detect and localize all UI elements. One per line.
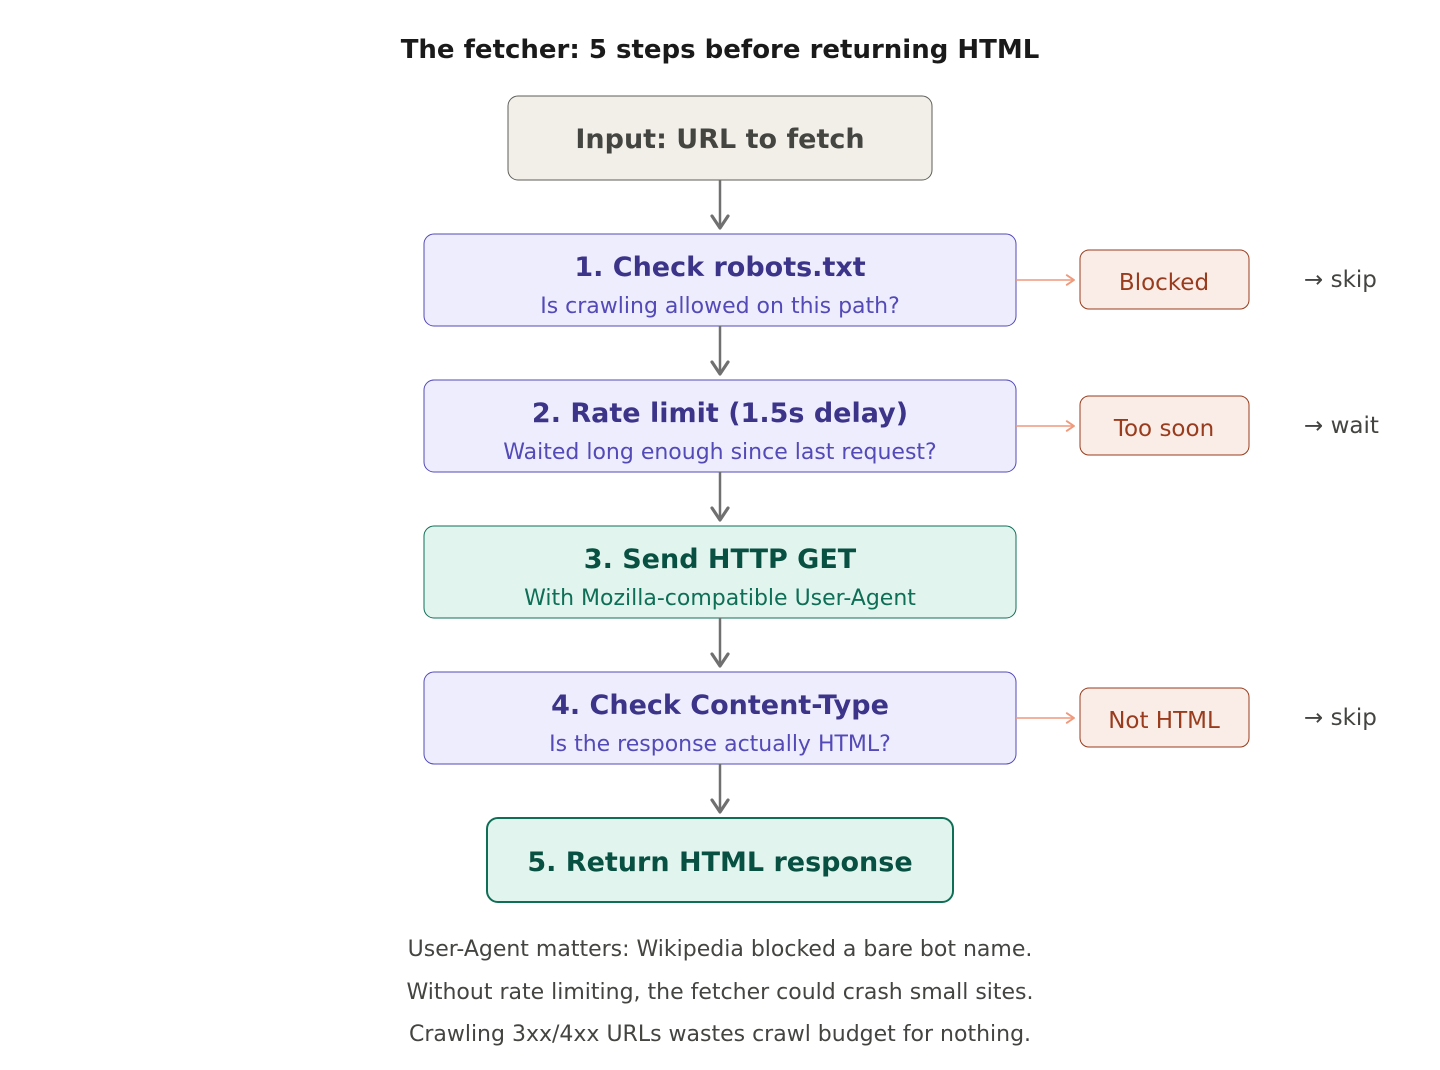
output-box — [486, 817, 954, 903]
branch-box — [1079, 249, 1250, 310]
note-line: User-Agent matters: Wikipedia blocked a … — [408, 937, 1033, 962]
step-title: 2. Rate limit (1.5s delay) — [532, 398, 908, 429]
output-node: 5. Return HTML response — [486, 817, 954, 903]
step-http-get: 3. Send HTTP GET With Mozilla-compatible… — [423, 525, 1017, 619]
branch-action: → skip — [1304, 705, 1377, 731]
step-robots-check: 1. Check robots.txt Is crawling allowed … — [423, 233, 1017, 327]
note-line: Crawling 3xx/4xx URLs wastes crawl budge… — [409, 1022, 1031, 1047]
output-label: 5. Return HTML response — [527, 847, 912, 878]
step-content-type: 4. Check Content-Type Is the response ac… — [423, 671, 1017, 765]
step-subtitle: Waited long enough since last request? — [503, 440, 936, 465]
branch-not-html: Not HTML — [1079, 687, 1250, 748]
branch-box — [1079, 687, 1250, 748]
branch-action: → wait — [1304, 413, 1379, 439]
input-node: Input: URL to fetch — [507, 95, 933, 181]
branch-too-soon: Too soon — [1079, 395, 1250, 456]
step-title: 1. Check robots.txt — [574, 252, 865, 283]
step-subtitle: With Mozilla-compatible User-Agent — [524, 586, 916, 611]
branch-label: Blocked — [1119, 270, 1209, 296]
branch-box — [1079, 395, 1250, 456]
branch-blocked: Blocked — [1079, 249, 1250, 310]
note-line: Without rate limiting, the fetcher could… — [406, 980, 1033, 1005]
step-subtitle: Is the response actually HTML? — [549, 732, 891, 757]
branch-action: → skip — [1304, 267, 1377, 293]
step-title: 4. Check Content-Type — [551, 690, 889, 721]
step-rate-limit: 2. Rate limit (1.5s delay) Waited long e… — [423, 379, 1017, 473]
step-title: 3. Send HTTP GET — [584, 544, 857, 575]
branch-label: Not HTML — [1108, 708, 1220, 734]
step-subtitle: Is crawling allowed on this path? — [540, 294, 900, 319]
input-label: Input: URL to fetch — [575, 124, 864, 155]
branch-label: Too soon — [1113, 416, 1214, 442]
diagram-title: The fetcher: 5 steps before returning HT… — [401, 35, 1040, 65]
